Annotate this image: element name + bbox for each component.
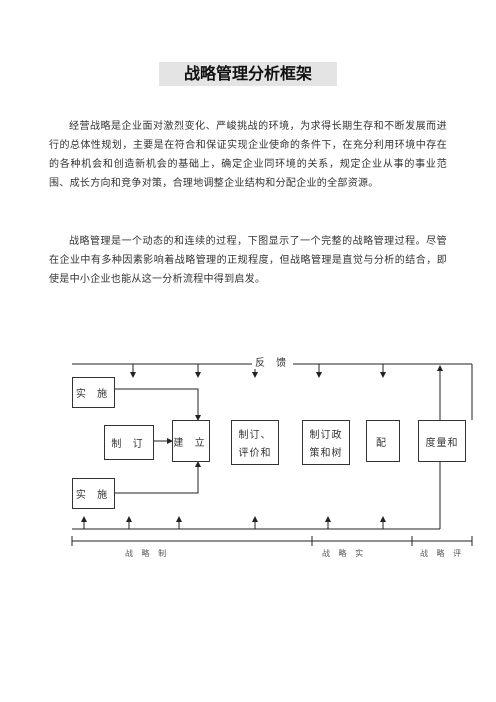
box-implement-bottom: 实 施 [72,478,115,509]
bottom-label-evaluation: 战 略 评 [420,549,465,558]
paragraph-strategy-definition: 经营战略是企业面对激烈变化、严峻挑战的环境，为求得长期生存和不断发展而进行的总体… [49,121,447,189]
paragraph-strategy-process: 战略管理是一个动态的和连续的过程，下图显示了一个完整的战略管理过程。尽管在企业中… [49,236,447,285]
box-establish: 建 立 [172,420,210,462]
box-formulate-evaluate: 制订、 评价和 [231,420,279,465]
arrow-implement-to-establish-bottom [115,461,201,494]
box-measure: 度量和 [418,420,466,462]
box-policy-line-2: 策和树 [309,448,343,459]
box-policy-line-1: 制订政 [309,430,343,441]
box-formulate-evaluate-line-2: 评价和 [238,448,272,459]
box-allocate: 配 [366,420,400,462]
box-implement-top: 实 施 [72,377,115,408]
feedback-label: 反 馈 [252,354,294,369]
box-formulate-evaluate-line-1: 制订、 [238,430,272,441]
bottom-label-formulation: 战 略 制 [125,549,170,558]
bottom-label-implementation: 战 略 实 [322,549,367,558]
box-formulate: 制 订 [104,425,154,460]
page-title: 战略管理分析框架 [159,62,337,86]
box-policy: 制订政 策和树 [302,420,350,465]
arrow-implement-to-establish-top [115,388,201,421]
